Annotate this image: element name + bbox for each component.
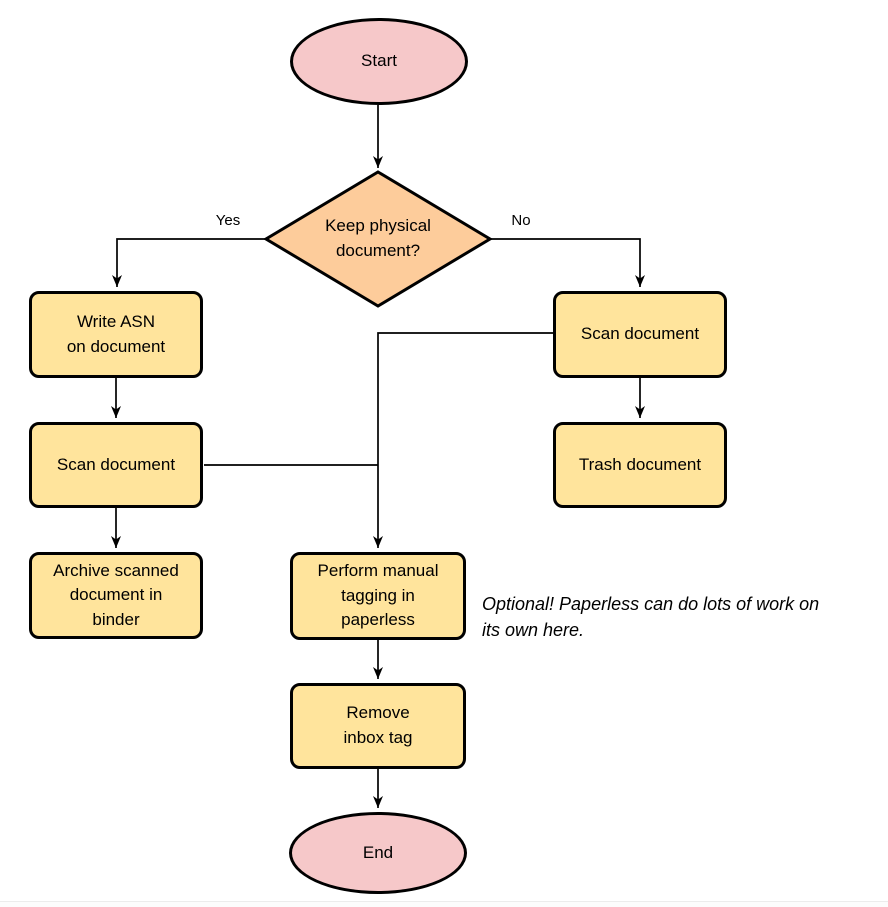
scan-document-left-label: Scan document [56,454,176,474]
trash-document-node: Trash document [553,422,727,508]
scan-document-right-label: Scan document [580,324,700,344]
manual-tagging-node: Perform manual tagging in paperless [290,552,466,640]
start-node-label: Start [361,51,397,71]
archive-document-node: Archive scanned document in binder [29,552,203,639]
decision-diamond-shape [263,170,493,308]
remove-inbox-tag-label: Remove inbox tag [343,703,413,747]
edge-decision-to-write-asn [112,238,266,287]
edge-label-yes: Yes [215,212,241,229]
page-bottom-divider [0,901,888,907]
write-asn-node-label: Write ASN on document [66,311,166,356]
end-node: End [289,812,467,894]
manual-tagging-label: Perform manual tagging in paperless [317,561,439,630]
trash-document-label: Trash document [578,454,702,474]
write-asn-node: Write ASN on document [29,291,203,378]
scan-document-left-node: Scan document [29,422,203,508]
edge-decision-to-scan-right [490,238,645,287]
end-node-label: End [362,842,394,862]
start-node: Start [290,18,468,105]
remove-inbox-tag-node: Remove inbox tag [290,683,466,769]
edge-label-no: No [511,212,531,229]
optional-annotation: Optional! Paperless can do lots of work … [482,594,820,640]
edge-scan-right-to-tagging [373,332,553,548]
scan-document-right-node: Scan document [553,291,727,378]
archive-document-label: Archive scanned document in binder [53,560,179,629]
decision-node-label: Keep physical document? [325,216,431,260]
